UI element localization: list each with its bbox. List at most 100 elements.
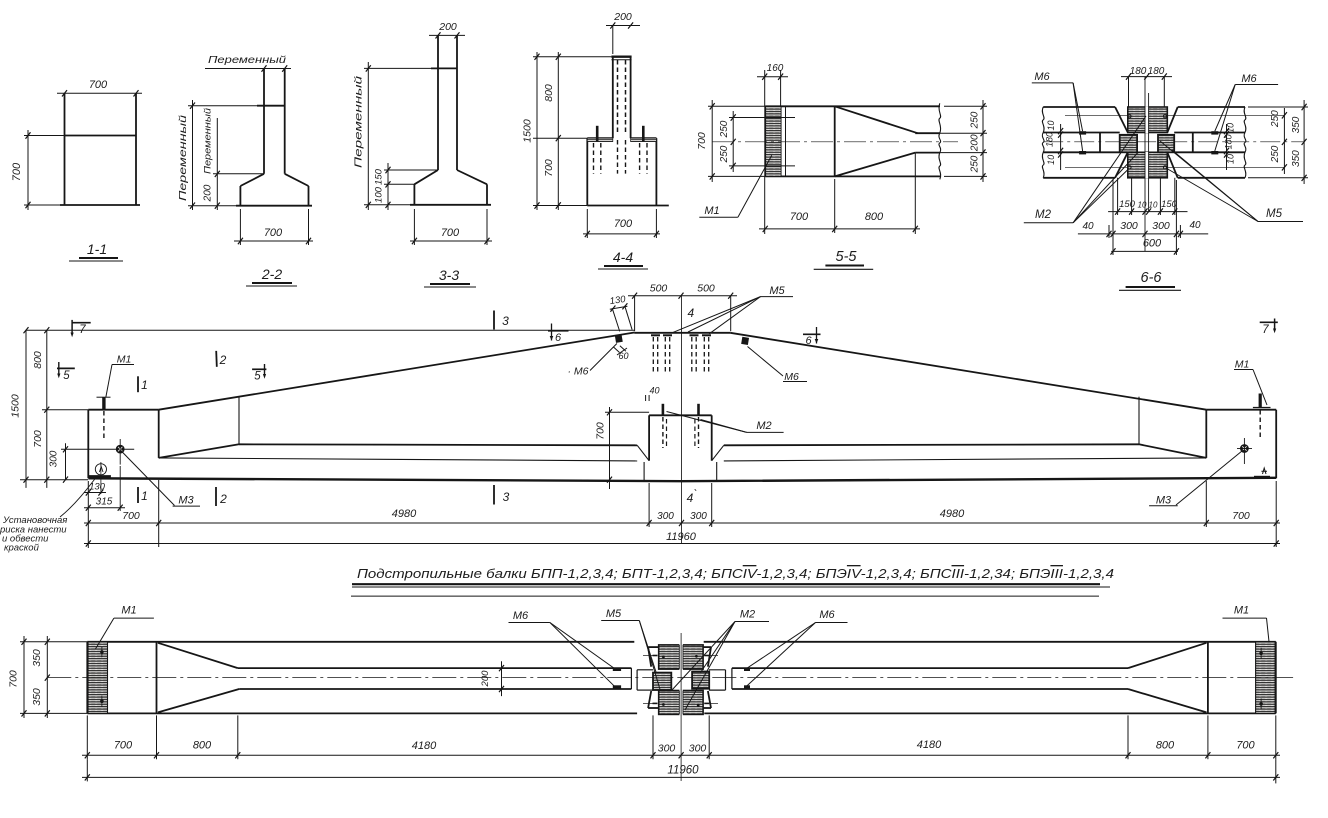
- svg-text:М5: М5: [606, 608, 622, 620]
- svg-text:4: 4: [687, 491, 694, 505]
- svg-text:М1: М1: [704, 205, 719, 217]
- svg-text:М6: М6: [1241, 73, 1257, 85]
- svg-text:800: 800: [1156, 740, 1175, 752]
- svg-text:5-5: 5-5: [836, 249, 858, 265]
- svg-text:риска нанести: риска нанести: [0, 525, 67, 536]
- svg-text:6: 6: [805, 335, 812, 347]
- svg-text:5: 5: [63, 370, 70, 382]
- svg-text:2: 2: [219, 353, 227, 367]
- svg-text:1500: 1500: [10, 394, 22, 418]
- svg-text:40: 40: [649, 386, 659, 396]
- svg-text:10: 10: [1149, 201, 1158, 210]
- svg-text:5: 5: [254, 371, 261, 383]
- svg-text:10: 10: [1046, 120, 1056, 130]
- svg-text:160: 160: [767, 63, 784, 74]
- svg-text:2: 2: [219, 492, 227, 506]
- svg-text:300: 300: [690, 511, 707, 522]
- svg-text:4: 4: [687, 306, 694, 320]
- svg-text:600: 600: [1143, 238, 1162, 250]
- svg-text:1: 1: [141, 378, 148, 392]
- svg-text:М6: М6: [819, 609, 835, 621]
- svg-text:7: 7: [1262, 324, 1269, 336]
- svg-text:М6: М6: [1034, 71, 1050, 83]
- svg-text:300: 300: [689, 743, 707, 755]
- svg-text:700: 700: [595, 422, 607, 440]
- svg-text:130: 130: [89, 482, 106, 493]
- svg-text:10: 10: [1226, 154, 1236, 164]
- svg-text:М6: М6: [784, 371, 799, 383]
- svg-text:200: 200: [203, 184, 214, 202]
- svg-text:800: 800: [32, 351, 44, 369]
- svg-text:300: 300: [658, 743, 676, 755]
- svg-text:40: 40: [1189, 220, 1201, 231]
- svg-text:200: 200: [480, 670, 491, 688]
- svg-text:4180: 4180: [917, 739, 942, 751]
- svg-text:4980: 4980: [392, 508, 417, 520]
- svg-text:700: 700: [114, 740, 133, 752]
- svg-text:350: 350: [1291, 150, 1302, 167]
- svg-text:3: 3: [503, 490, 510, 504]
- svg-text:М2: М2: [740, 609, 755, 621]
- svg-text:700: 700: [122, 510, 140, 522]
- svg-text:700: 700: [790, 211, 809, 223]
- svg-text:М2: М2: [756, 420, 771, 432]
- svg-text:Подстропильные балки БПП-1,2: Подстропильные балки БПП-1,2,3,4; БПТ-1,…: [357, 566, 1114, 581]
- svg-text:500: 500: [650, 283, 668, 295]
- svg-text:`: `: [694, 487, 698, 501]
- svg-text:Переменный: Переменный: [203, 107, 214, 174]
- svg-text:250: 250: [1270, 110, 1281, 128]
- svg-text:200: 200: [970, 134, 981, 152]
- svg-text:Переменный: Переменный: [178, 114, 189, 201]
- svg-text:200: 200: [438, 21, 457, 33]
- svg-text:700: 700: [696, 132, 708, 150]
- svg-text:и обвести: и обвести: [2, 534, 49, 545]
- svg-text:3-3: 3-3: [439, 267, 459, 283]
- svg-text:1-1: 1-1: [87, 241, 107, 257]
- svg-text:М1: М1: [121, 605, 136, 617]
- svg-text:М3: М3: [1156, 495, 1172, 507]
- svg-text:М5: М5: [769, 285, 785, 297]
- svg-text:4-4: 4-4: [613, 249, 633, 265]
- svg-text:180: 180: [1130, 66, 1147, 77]
- svg-text:М2: М2: [1035, 209, 1052, 221]
- svg-text:700: 700: [11, 162, 23, 181]
- svg-text:300: 300: [49, 450, 60, 467]
- svg-text:150: 150: [1119, 199, 1136, 210]
- svg-text:7: 7: [79, 324, 86, 336]
- svg-text:Переменный: Переменный: [208, 54, 286, 66]
- svg-text:М5: М5: [1266, 208, 1283, 220]
- svg-text:350: 350: [31, 688, 43, 706]
- svg-text:350: 350: [1291, 116, 1302, 133]
- svg-text:4980: 4980: [940, 508, 965, 520]
- svg-text:700: 700: [32, 430, 44, 448]
- svg-text:М6: М6: [513, 610, 529, 622]
- svg-text:700: 700: [8, 670, 20, 688]
- svg-text:4180: 4180: [412, 740, 437, 752]
- svg-text:180: 180: [1148, 66, 1165, 77]
- svg-text:250: 250: [719, 120, 730, 138]
- svg-text:800: 800: [543, 84, 555, 102]
- svg-text:500: 500: [697, 283, 715, 295]
- svg-text:800: 800: [193, 740, 212, 752]
- svg-text:250: 250: [970, 155, 981, 173]
- svg-text:250: 250: [719, 145, 730, 163]
- svg-text:М1: М1: [117, 354, 132, 366]
- svg-text:М3: М3: [178, 495, 194, 507]
- svg-text:200: 200: [613, 11, 632, 23]
- svg-text:11960: 11960: [666, 531, 697, 543]
- svg-text:700: 700: [264, 227, 283, 239]
- svg-text:1: 1: [141, 489, 148, 503]
- svg-text:3: 3: [502, 314, 509, 328]
- svg-text:180: 180: [1044, 132, 1054, 147]
- svg-text:700: 700: [543, 159, 555, 177]
- svg-text:40: 40: [1082, 221, 1094, 232]
- svg-text:700: 700: [89, 79, 108, 91]
- svg-text:М1: М1: [1235, 359, 1250, 371]
- svg-text:10: 10: [1226, 123, 1236, 133]
- svg-text:300: 300: [657, 511, 674, 522]
- svg-text:· М6: · М6: [568, 366, 589, 378]
- svg-text:180: 180: [1224, 134, 1234, 149]
- svg-text:250: 250: [970, 111, 981, 129]
- svg-text:М1: М1: [1234, 605, 1249, 617]
- svg-text:2-2: 2-2: [261, 266, 282, 282]
